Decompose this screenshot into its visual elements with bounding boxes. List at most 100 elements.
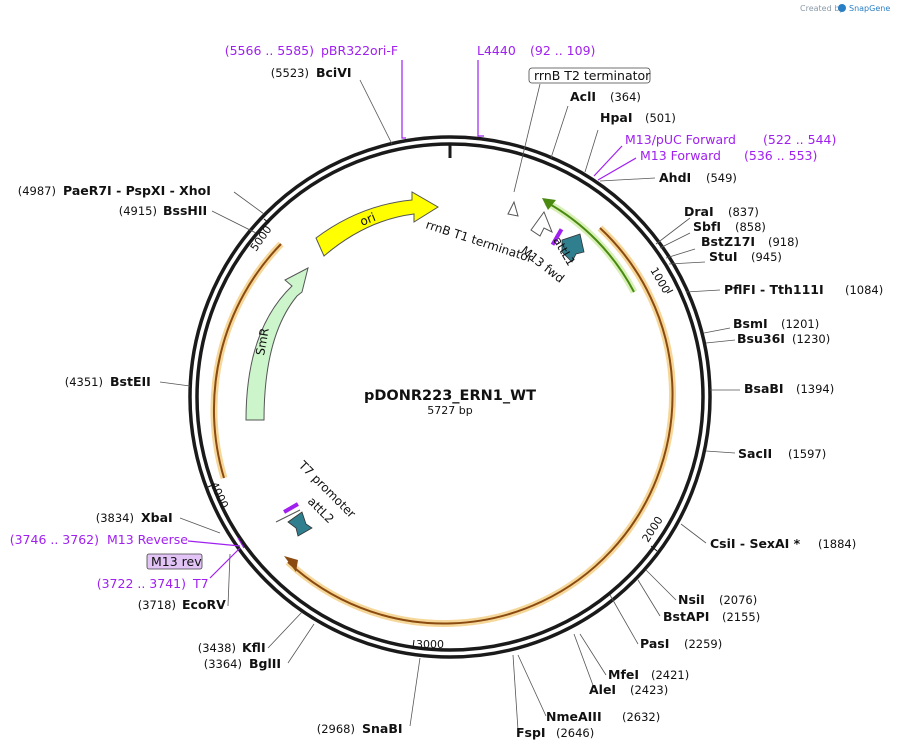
feature-rrnB-T2-terminator-box[interactable]: rrnB T2 terminator	[528, 67, 651, 84]
green-feature-arrowhead	[542, 198, 556, 210]
svg-text:(2632): (2632)	[622, 710, 660, 724]
ori-label: ori	[358, 210, 378, 229]
svg-text:(364): (364)	[610, 90, 641, 104]
svg-text:FspI: FspI	[516, 725, 546, 740]
orf2-arc-highlight	[210, 241, 284, 480]
svg-text:(549): (549)	[706, 171, 737, 185]
credit-prefix: Created by	[800, 4, 844, 13]
enzyme-CsiI-SexAI[interactable]: CsiI - SexAI * (1884)	[710, 536, 856, 551]
enzyme-BstZ17I[interactable]: BstZ17I (918)	[701, 234, 799, 249]
enzyme-SacII[interactable]: SacII (1597)	[738, 446, 826, 461]
enzyme-BsmI[interactable]: BsmI (1201)	[733, 316, 819, 331]
svg-text:AhdI: AhdI	[659, 170, 691, 185]
svg-text:HpaI: HpaI	[600, 110, 633, 125]
primer-M13-Forward[interactable]: M13 Forward (536 .. 553)	[640, 148, 817, 163]
svg-text:(918): (918)	[768, 235, 799, 249]
svg-text:(536 .. 553): (536 .. 553)	[744, 148, 817, 163]
svg-text:L4440: L4440	[477, 43, 516, 58]
enzyme-AhdI[interactable]: AhdI (549)	[659, 170, 737, 185]
svg-text:(501): (501)	[645, 111, 676, 125]
primer-M13-rev-box[interactable]: M13 rev	[146, 553, 203, 570]
enzyme-BciVI[interactable]: (5523) BciVI	[271, 65, 352, 80]
enzyme-BsaBI[interactable]: BsaBI (1394)	[744, 381, 834, 396]
svg-text:(3746 .. 3762): (3746 .. 3762)	[10, 532, 99, 547]
svg-text:(2646): (2646)	[556, 726, 594, 740]
svg-text:DraI: DraI	[684, 204, 714, 219]
svg-text:BciVI: BciVI	[316, 65, 352, 80]
svg-text:T7: T7	[192, 576, 209, 591]
svg-text:BssHII: BssHII	[163, 203, 207, 218]
svg-text:SbfI: SbfI	[693, 219, 721, 234]
svg-text:(837): (837)	[728, 205, 759, 219]
svg-text:(1084): (1084)	[845, 283, 883, 297]
enzyme-StuI[interactable]: StuI (945)	[709, 249, 782, 264]
enzyme-BstEII[interactable]: (4351) BstEII	[65, 374, 151, 389]
enzyme-BssHII[interactable]: (4915) BssHII	[119, 203, 207, 218]
enzyme-BstAPI[interactable]: BstAPI (2155)	[663, 609, 760, 624]
svg-text:NsiI: NsiI	[678, 592, 705, 607]
svg-text:M13 rev: M13 rev	[151, 554, 202, 569]
svg-text:(1394): (1394)	[796, 382, 834, 396]
svg-text:(4351): (4351)	[65, 375, 103, 389]
enzyme-HpaI[interactable]: HpaI (501)	[600, 110, 676, 125]
primer-M13-pUC-Forward[interactable]: M13/pUC Forward (522 .. 544)	[625, 132, 836, 147]
enzyme-PaeR7I-PspXI-XhoI[interactable]: (4987) PaeR7I - PspXI - XhoI	[18, 183, 211, 198]
svg-text:BstEII: BstEII	[110, 374, 151, 389]
enzyme-KflI[interactable]: (3438) KflI	[198, 640, 266, 655]
svg-text:(2968): (2968)	[317, 722, 355, 736]
svg-text:(858): (858)	[735, 220, 766, 234]
enzyme-FspI[interactable]: FspI (2646)	[516, 725, 594, 740]
enzyme-SnaBI[interactable]: (2968) SnaBI	[317, 721, 403, 736]
enzyme-AclI[interactable]: AclI (364)	[570, 89, 641, 104]
svg-text:NmeAIII: NmeAIII	[546, 709, 602, 724]
enzyme-BglII[interactable]: (3364) BglII	[204, 656, 281, 671]
enzyme-Bsu36I[interactable]: Bsu36I (1230)	[737, 331, 830, 346]
enzyme-SbfI[interactable]: SbfI (858)	[693, 219, 766, 234]
enzyme-DraI[interactable]: DraI (837)	[684, 204, 759, 219]
svg-text:2000: 2000	[640, 514, 666, 545]
orf-arc	[287, 227, 674, 625]
svg-text:XbaI: XbaI	[141, 510, 173, 525]
svg-text:BstAPI: BstAPI	[663, 609, 709, 624]
t7-promoter-marker	[275, 509, 301, 523]
svg-text:(3438): (3438)	[198, 641, 236, 655]
enzyme-PasI[interactable]: PasI (2259)	[640, 636, 722, 651]
primer-L4440[interactable]: L4440 (92 .. 109)	[477, 43, 595, 58]
svg-text:EcoRV: EcoRV	[182, 597, 226, 612]
orf2-arc	[213, 243, 282, 479]
enzyme-XbaI[interactable]: (3834) XbaI	[96, 510, 173, 525]
svg-text:BstZ17I: BstZ17I	[701, 234, 755, 249]
primer-T7[interactable]: (3722 .. 3741) T7	[97, 576, 209, 591]
primer-M13-Reverse[interactable]: (3746 .. 3762) M13 Reverse	[10, 532, 188, 547]
credit-brand: SnapGene	[849, 4, 890, 13]
svg-text:M13/pUC Forward: M13/pUC Forward	[625, 132, 736, 147]
svg-text:M13 Reverse: M13 Reverse	[107, 532, 188, 547]
enzyme-PflFI-Tth111I[interactable]: PflFI - Tth111I (1084)	[724, 282, 883, 297]
smr-label: SmR	[253, 327, 272, 357]
plasmid-size: 5727 bp	[427, 404, 472, 417]
orf-arc-highlight	[285, 225, 677, 627]
svg-text:rrnB T2 terminator: rrnB T2 terminator	[534, 68, 651, 83]
svg-text:(3718): (3718)	[138, 598, 176, 612]
svg-text:(1884): (1884)	[818, 537, 856, 551]
green-feature-arc	[545, 201, 635, 293]
backbone-outer	[188, 135, 712, 659]
svg-text:(3364): (3364)	[204, 657, 242, 671]
attL2-arrow	[287, 511, 313, 537]
svg-text:SacII: SacII	[738, 446, 772, 461]
attL1-arrow	[561, 233, 585, 263]
svg-text:(2259): (2259)	[684, 637, 722, 651]
primer-pBR322ori-F[interactable]: (5566 .. 5585) pBR322ori-F	[225, 43, 398, 58]
svg-text:(945): (945)	[751, 250, 782, 264]
enzyme-EcoRV[interactable]: (3718) EcoRV	[138, 597, 226, 612]
svg-text:M13 Forward: M13 Forward	[640, 148, 721, 163]
enzyme-NmeAIII[interactable]: NmeAIII (2632)	[546, 709, 660, 724]
svg-text:PaeR7I - PspXI - XhoI: PaeR7I - PspXI - XhoI	[63, 183, 211, 198]
enzyme-NsiI[interactable]: NsiI (2076)	[678, 592, 757, 607]
svg-text:(2076): (2076)	[719, 593, 757, 607]
svg-text:(1597): (1597)	[788, 447, 826, 461]
enzyme-AleI[interactable]: AleI (2423)	[589, 682, 668, 697]
enzyme-MfeI[interactable]: MfeI (2421)	[608, 667, 689, 682]
svg-text:PflFI - Tth111I: PflFI - Tth111I	[724, 282, 824, 297]
